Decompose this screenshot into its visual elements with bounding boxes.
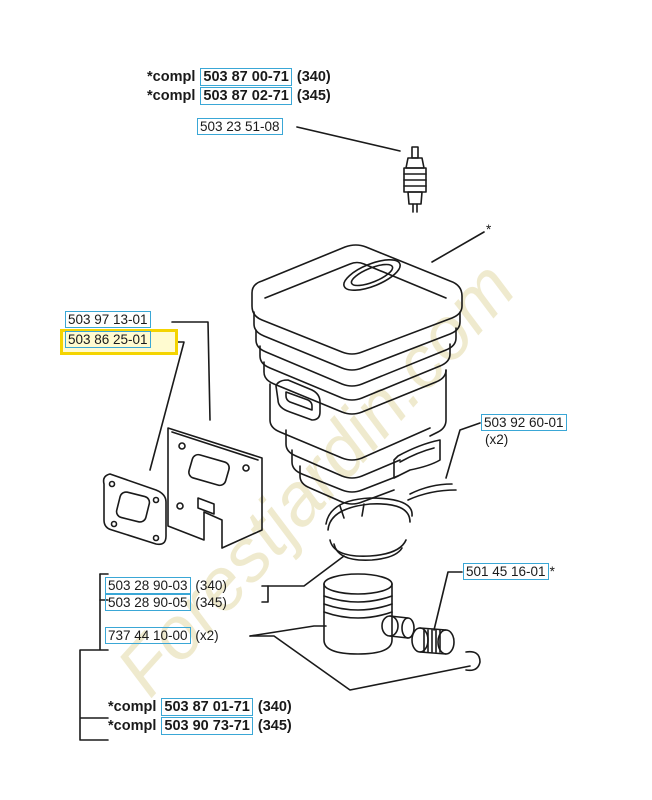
- part-number-label[interactable]: 503 23 51-08: [197, 118, 283, 135]
- piston: [323, 573, 415, 655]
- part-number-label[interactable]: 503 28 90-05: [105, 594, 191, 611]
- ring-label: 503 92 60-01: [480, 414, 568, 431]
- needle-bearing: [411, 627, 455, 655]
- spark-plug-label: 503 23 51-08: [196, 118, 284, 135]
- pin-leader: [249, 635, 471, 691]
- part-number-label[interactable]: 503 87 01-71: [161, 698, 253, 716]
- cylinder: [251, 244, 463, 519]
- piston-rings: [325, 497, 413, 561]
- part-number-label[interactable]: 503 28 90-03: [105, 577, 191, 594]
- part-number-label[interactable]: 501 45 16-01: [463, 563, 549, 580]
- part-number-label[interactable]: 737 44 10-00: [105, 627, 191, 644]
- gasket-a-label: 503 97 13-01: [64, 311, 152, 328]
- part-number-label-highlighted[interactable]: 503 86 25-01: [65, 331, 151, 348]
- pin-leader-b: [249, 625, 327, 637]
- spark-plug-leader: [296, 126, 401, 152]
- piston-label-1: 503 28 90-03 (340): [104, 577, 227, 594]
- exhaust-gasket: [102, 473, 167, 546]
- part-number-label[interactable]: 503 87 02-71: [200, 87, 292, 105]
- ring-leader: [445, 422, 481, 479]
- compl-bottom-1: *compl 503 87 01-71 (340): [108, 698, 292, 716]
- insulator-plate: [167, 427, 263, 549]
- gasket-b-label: 503 86 25-01: [64, 331, 152, 348]
- compl-top-2: *compl 503 87 02-71 (345): [147, 87, 331, 105]
- circlip: [465, 650, 481, 672]
- part-number-label[interactable]: 503 90 73-71: [161, 717, 253, 735]
- highlight-box: [60, 329, 178, 355]
- gasket-a-leader: [171, 321, 211, 421]
- cylinder-leader: [431, 231, 485, 263]
- part-number-label[interactable]: 503 92 60-01: [481, 414, 567, 431]
- piston-leader: [261, 555, 345, 587]
- pin-label: 737 44 10-00 (x2): [104, 627, 219, 644]
- compl-bottom-2: *compl 503 90 73-71 (345): [108, 717, 292, 735]
- bearing-leader: [433, 571, 463, 631]
- ring-qty: (x2): [485, 432, 509, 447]
- cylinder-asterisk: *: [486, 222, 492, 237]
- spark-plug: [403, 146, 427, 213]
- part-number-label[interactable]: 503 97 13-01: [65, 311, 151, 328]
- compl-top-1: *compl 503 87 00-71 (340): [147, 68, 331, 86]
- part-number-label[interactable]: 503 87 00-71: [200, 68, 292, 86]
- piston-label-2: 503 28 90-05 (345): [104, 594, 227, 611]
- gasket-b-leader: [149, 341, 185, 471]
- ring-segment-upper: [409, 483, 453, 495]
- bearing-label: 501 45 16-01*: [462, 563, 555, 580]
